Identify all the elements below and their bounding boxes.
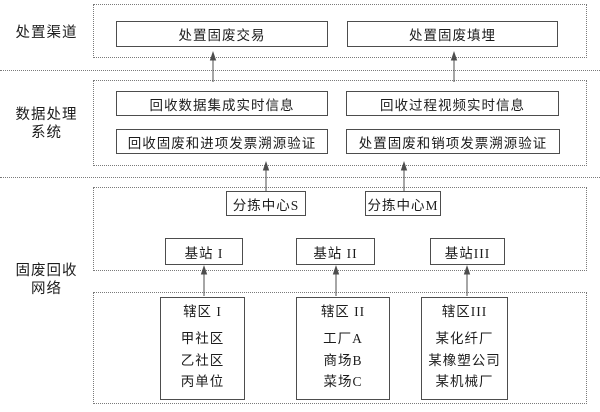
node-base-station-3: 基站III (430, 238, 505, 265)
section-label-recycling-network: 固废回收 网络 (0, 262, 93, 298)
node-recycle-invoice-trace: 回收固废和进项发票溯源验证 (116, 129, 328, 154)
district-1-title: 辖区 I (183, 304, 222, 319)
data-processing-container (93, 80, 587, 166)
district-1-item: 乙社区 (180, 352, 225, 368)
district-1-item: 丙单位 (180, 374, 225, 389)
section-divider-middle (0, 177, 600, 178)
district-1-item: 甲社区 (180, 331, 225, 346)
node-base-station-2: 基站 II (296, 238, 375, 265)
arrow-up-to-trade-icon (209, 51, 217, 82)
arrow-up-to-landfill-icon (450, 51, 458, 82)
section-label-data-processing-line2: 系统 (31, 125, 62, 141)
node-base-station-1: 基站 I (165, 238, 243, 265)
node-disposal-waste-trade: 处置固废交易 (116, 21, 328, 47)
node-sorting-center-m: 分拣中心M (365, 191, 441, 216)
node-district-3: 辖区III 某化纤厂 某橡塑公司 某机械厂 (421, 297, 508, 400)
district-2-item: 工厂A (323, 331, 363, 346)
district-3-item: 某机械厂 (435, 374, 494, 389)
district-2-item: 商场B (323, 352, 363, 368)
section-label-disposal-channel: 处置渠道 (15, 25, 78, 41)
node-recycle-data-realtime: 回收数据集成实时信息 (116, 91, 328, 116)
disposal-channel-container (93, 4, 587, 58)
section-label-data-processing-line1: 数据处理 (15, 107, 78, 123)
section-label-recycling-network-line2: 网络 (31, 281, 62, 297)
node-sorting-center-s: 分拣中心S (226, 191, 306, 216)
district-3-item: 某化纤厂 (435, 331, 494, 346)
sorting-and-stations-container (93, 187, 587, 271)
district-2-item: 菜场C (323, 374, 363, 389)
node-recycle-video-realtime: 回收过程视频实时信息 (346, 91, 559, 116)
arrow-up-to-station-1-icon (200, 265, 208, 296)
district-3-item: 某橡塑公司 (428, 352, 501, 368)
section-label-data-processing: 数据处理 系统 (0, 106, 93, 142)
node-disposal-waste-landfill: 处置固废填埋 (347, 21, 558, 47)
arrow-up-to-station-2-icon (332, 265, 340, 296)
arrow-up-from-sorting-m-icon (400, 161, 408, 192)
section-divider-top (0, 70, 600, 71)
district-2-title: 辖区 II (320, 304, 366, 319)
node-district-2: 辖区 II 工厂A 商场B 菜场C (296, 297, 390, 400)
district-3-title: 辖区III (441, 304, 488, 319)
node-disposal-invoice-trace: 处置固废和销项发票溯源验证 (346, 129, 560, 154)
districts-container (93, 292, 587, 404)
section-label-recycling-network-line1: 固废回收 (15, 263, 78, 279)
node-district-1: 辖区 I 甲社区 乙社区 丙单位 (160, 297, 245, 400)
arrow-up-to-station-3-icon (463, 265, 471, 296)
arrow-up-from-sorting-s-icon (262, 161, 270, 192)
